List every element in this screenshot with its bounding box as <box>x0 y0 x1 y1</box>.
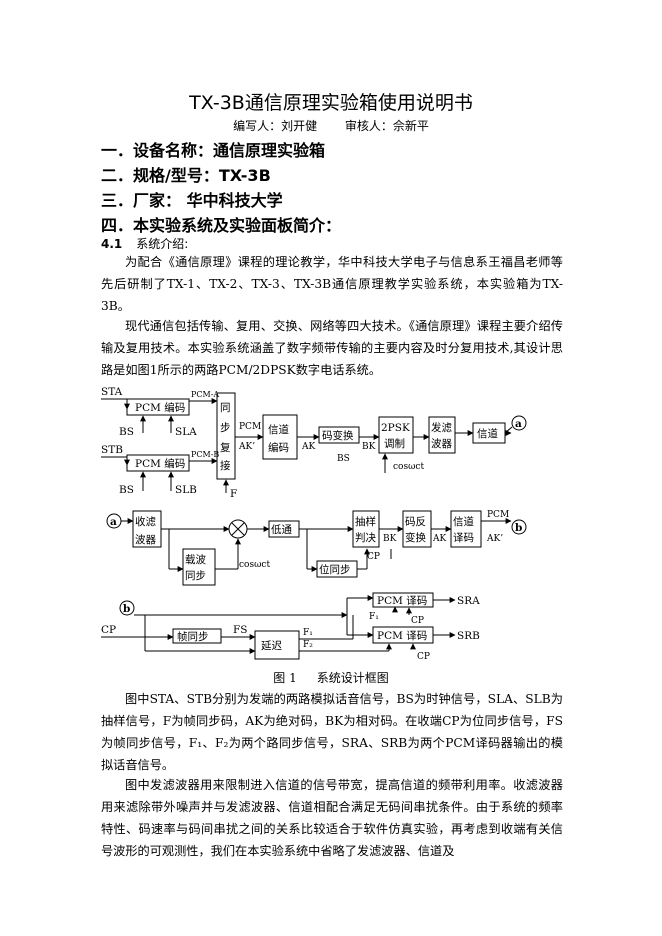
section-2-heading: 二．规格/型号：TX-3B <box>101 166 271 185</box>
label-carrier-sync-1: 载波 <box>185 553 206 566</box>
label-pcm-out: PCM <box>239 422 261 432</box>
label-rx-filter-1: 收滤 <box>135 515 156 528</box>
label-fs: FS <box>233 624 247 636</box>
label-code-conv: 码变换 <box>322 429 354 442</box>
label-decode-conv-2: 变换 <box>405 531 426 544</box>
label-ak-prime-rx: AK’ <box>486 534 503 544</box>
label-sla: SLA <box>175 426 197 438</box>
label-pcm-b: PCM-B <box>191 450 219 459</box>
subsection-number: 4.1 <box>101 237 123 251</box>
label-bs-b: BS <box>119 484 134 496</box>
label-bs-a: BS <box>119 426 134 438</box>
subsection-heading: 4.1 系统介绍: <box>101 235 188 252</box>
figure-title: 系统设计框图 <box>316 671 389 685</box>
node-b-tx: b <box>515 522 522 534</box>
label-tx-filter-1: 发滤 <box>431 421 452 434</box>
label-channel-enc-2: 编码 <box>268 441 289 454</box>
label-decode-conv-1: 码反 <box>405 516 426 528</box>
system-block-diagram: STA PCM 编码 PCM-A BS SLA STB PCM 编码 PCM-B… <box>101 386 527 662</box>
label-cos-rx: cosωct <box>239 560 270 570</box>
node-b-rx: b <box>123 603 130 615</box>
label-sample-1: 抽样 <box>355 515 376 528</box>
label-carrier-sync-2: 同步 <box>185 570 206 582</box>
figure-number: 图 1 <box>273 671 297 685</box>
label-cp-in: CP <box>101 624 116 636</box>
author: 编写人：刘开健 <box>233 119 318 133</box>
label-pcm-decoder-b: PCM 译码 <box>377 630 427 642</box>
label-cp-dec-b: CP <box>417 652 430 662</box>
label-cp-dec-a: CP <box>411 616 424 626</box>
figure-caption: 图 1 系统设计框图 <box>0 669 662 686</box>
label-cp-sample: CP <box>367 552 380 562</box>
label-ak-prime: AK’ <box>238 442 255 452</box>
label-slb: SLB <box>175 484 197 496</box>
label-channel: 信道 <box>477 427 498 440</box>
section-4-heading: 四．本实验系统及实验面板简介： <box>101 216 342 235</box>
paragraph-tech: 现代通信包括传输、复用、交换、网络等四大技术。《通信原理》课程主要介绍传输及复用… <box>101 319 563 377</box>
paragraph-filters: 图中发滤波器用来限制进入信道的信号带宽，提高信道的频带利用率。收滤波器用来滤除带… <box>101 778 563 858</box>
label-bs-conv: BS <box>337 454 350 464</box>
label-pcm-a: PCM-A <box>191 390 219 399</box>
label-f2-delay: F₂ <box>303 640 313 650</box>
document-title: TX-3B通信原理实验箱使用说明书 <box>189 92 473 114</box>
label-channel-enc-1: 信道 <box>268 423 289 436</box>
label-mux-2: 步 <box>220 422 231 434</box>
reviewer: 审核人：佘新平 <box>344 119 429 133</box>
paragraph-intro: 为配合《通信原理》课程的理论教学，华中科技大学电子与信息系王福昌老师等先后研制了… <box>101 255 563 313</box>
label-bk-rx: BK <box>383 534 397 544</box>
label-2psk: 2PSK <box>381 422 410 434</box>
label-f1-delay: F₁ <box>303 628 313 638</box>
label-srb: SRB <box>457 630 480 642</box>
label-tx-filter-2: 波器 <box>431 437 452 450</box>
node-a-tx: a <box>515 418 522 430</box>
node-a-rx: a <box>110 516 117 528</box>
label-delay: 延迟 <box>261 639 282 652</box>
label-f1: F₁ <box>369 612 379 622</box>
label-channel-dec-1: 信道 <box>453 515 474 528</box>
label-frame-sync: 帧同步 <box>177 630 209 643</box>
label-pcm-rx: PCM <box>487 510 509 520</box>
label-channel-dec-2: 译码 <box>453 532 474 544</box>
label-mux-3: 复 <box>220 441 231 454</box>
label-cos-tx: cosωct <box>393 462 424 472</box>
label-f: F <box>230 488 237 500</box>
label-pcm-decoder-a: PCM 译码 <box>377 595 427 607</box>
label-bk: BK <box>362 442 376 452</box>
label-ak-rx: AK <box>432 534 446 544</box>
label-ak: AK <box>301 442 315 452</box>
subsection-title: 系统介绍: <box>136 237 189 251</box>
label-sta: STA <box>101 386 123 398</box>
section-3-heading: 三．厂家： 华中科技大学 <box>101 191 283 210</box>
label-mux-4: 接 <box>220 459 231 472</box>
label-modulation: 调制 <box>384 437 405 450</box>
label-rx-filter-2: 波器 <box>135 533 156 546</box>
label-lowpass: 低通 <box>271 523 292 536</box>
label-mux-1: 同 <box>220 402 231 414</box>
label-bit-sync: 位同步 <box>319 563 351 576</box>
label-sra: SRA <box>457 595 480 607</box>
label-pcm-encoder-b: PCM 编码 <box>135 457 185 470</box>
author-line: 编写人：刘开健 审核人：佘新平 <box>0 117 662 134</box>
paragraph-signals: 图中STA、STB分别为发端的两路模拟话音信号，BS为时钟信号，SLA、SLB为… <box>101 692 563 772</box>
section-1-heading: 一．设备名称：通信原理实验箱 <box>101 141 326 160</box>
label-pcm-encoder-a: PCM 编码 <box>135 401 185 414</box>
label-stb: STB <box>101 444 123 456</box>
label-sample-2: 判决 <box>355 532 376 544</box>
